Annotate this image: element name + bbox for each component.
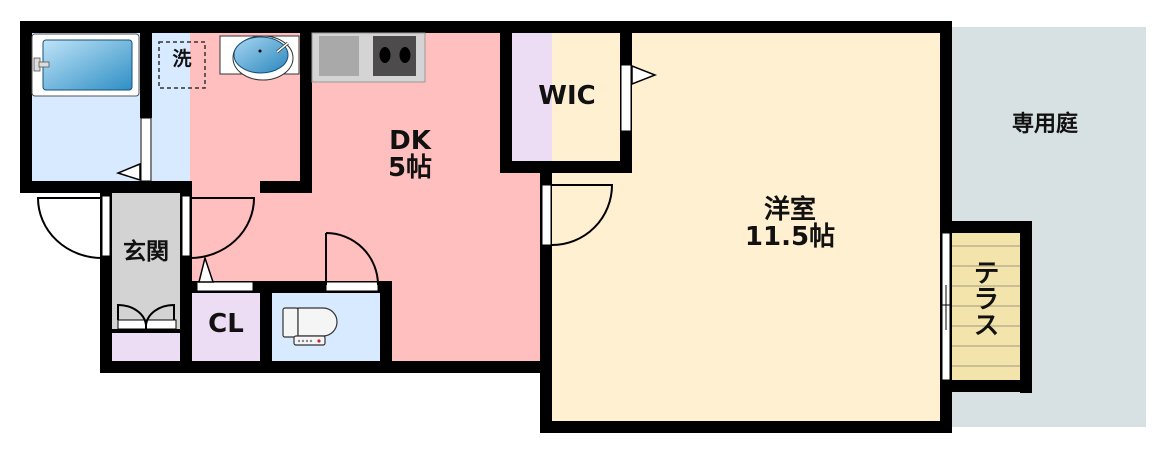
western-room-label: 洋室 11.5帖 [710, 195, 870, 253]
western-room-top [632, 33, 942, 173]
washing-machine-icon [158, 41, 206, 89]
garden-label: 専用庭 [1011, 112, 1078, 137]
toilet-icon [282, 307, 338, 346]
dk-room-label: DK 5帖 [350, 126, 470, 184]
terrace-stripes [952, 245, 1020, 367]
terrace-label: テラス [969, 259, 999, 337]
sink-icon [319, 36, 359, 76]
washbasin-icon [219, 35, 300, 81]
direction-arrows [115, 64, 658, 283]
door-swings [36, 184, 950, 330]
closet-label: CL [208, 309, 244, 339]
dk-room-name: DK [389, 126, 431, 156]
western-room-name: 洋室 [763, 195, 816, 225]
washer-label: 洗 [172, 48, 192, 70]
genkan-area [112, 193, 180, 333]
closet-room [192, 292, 260, 361]
shoe-cabinet-area [112, 333, 180, 361]
dk-room-size: 5帖 [387, 153, 433, 184]
western-room-size: 11.5帖 [744, 222, 836, 253]
wic-label: WIC [538, 81, 596, 111]
genkan-label: 玄関 [123, 239, 169, 265]
bathtub-icon [31, 33, 140, 97]
kitchen-counter [311, 32, 426, 83]
walls [20, 21, 1032, 433]
